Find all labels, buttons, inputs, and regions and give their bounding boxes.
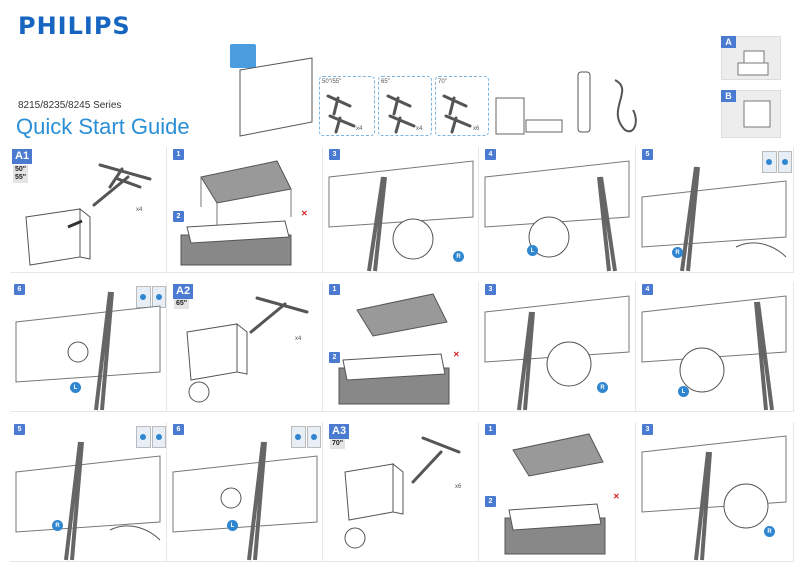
- section-a1-badge: A1: [12, 149, 33, 164]
- box-icon: [230, 44, 256, 68]
- step-2-badge: 2: [485, 496, 496, 507]
- panel-a2-step-4: 4 L: [636, 282, 794, 412]
- correct-orientation-icon: [762, 151, 792, 173]
- not-allowed-mark: ✕: [453, 350, 460, 359]
- left-leg-marker: L: [70, 382, 81, 393]
- page-title: Quick Start Guide: [16, 114, 190, 139]
- step-4-badge: 4: [642, 284, 653, 295]
- step-3-badge: 3: [329, 149, 340, 160]
- size-box-50-55: [319, 76, 375, 136]
- option-a-image: [721, 36, 781, 80]
- step-2-badge: 2: [329, 352, 340, 363]
- step-2-badge: 2: [173, 211, 184, 222]
- step-3-badge: 3: [642, 424, 653, 435]
- size-label-70: 70": [438, 79, 447, 85]
- panel-a2-step-3: 3 R: [479, 282, 636, 412]
- step-1-badge: 1: [485, 424, 496, 435]
- step-3-badge: 3: [485, 284, 496, 295]
- right-leg-marker: R: [453, 251, 464, 262]
- a1-size-50: 50": [15, 166, 27, 173]
- panel-a2: A2 65" x4: [167, 282, 323, 412]
- right-leg-marker: R: [597, 382, 608, 393]
- left-leg-marker: L: [227, 520, 238, 531]
- panel-a2-step-6: 6 L: [167, 422, 323, 562]
- panel-a3-steps-1-2: 1 2 ✕: [479, 422, 636, 562]
- a3-screw-qty: x6: [455, 484, 462, 490]
- screw-qty-65: x4: [416, 126, 423, 132]
- right-leg-marker: R: [52, 520, 63, 531]
- a1-size-label: 50"55": [13, 165, 29, 183]
- size-label-65: 65": [381, 79, 390, 85]
- panel-a1-step-5: 5 R: [636, 147, 794, 273]
- panel-a1-step-3: 3 R: [323, 147, 479, 273]
- step-4-badge: 4: [485, 149, 496, 160]
- section-a2-badge: A2: [173, 284, 194, 299]
- tv-panel-icon: [239, 57, 313, 137]
- a3-size-label: 70": [330, 439, 346, 449]
- stand-legs-icons: [326, 94, 472, 134]
- size-label-50-55: 50"/55": [322, 79, 342, 85]
- a2-size-label: 65": [174, 299, 190, 309]
- right-leg-marker: R: [764, 526, 775, 537]
- a1-screw-qty: x4: [136, 207, 143, 213]
- section-a3-badge: A3: [329, 424, 350, 439]
- panel-a2-step-5: 5 R: [10, 422, 167, 562]
- step-6-badge: 6: [173, 424, 184, 435]
- panel-a1-step-6: 6 L: [10, 282, 167, 412]
- a1-size-55: 55": [15, 174, 27, 181]
- option-b-badge[interactable]: B: [721, 90, 736, 102]
- size-box-70: [435, 76, 489, 136]
- panel-a2-steps-1-2: 1 2 ✕: [323, 282, 479, 412]
- manual-icon: [495, 97, 563, 135]
- left-leg-marker: L: [678, 386, 689, 397]
- remote-control-icon: [577, 71, 591, 133]
- step-6-badge: 6: [14, 284, 25, 295]
- brand-logo: PHILIPS: [18, 12, 131, 40]
- panel-a3: A3 70" x6: [323, 422, 479, 562]
- not-allowed-mark: ✕: [613, 492, 620, 501]
- series-label: 8215/8235/8245 Series: [18, 100, 122, 111]
- option-a-badge[interactable]: A: [721, 36, 736, 48]
- power-cable-icon: [614, 79, 637, 133]
- size-box-65: [378, 76, 432, 136]
- a2-screw-qty: x4: [295, 336, 302, 342]
- right-leg-marker: R: [672, 247, 683, 258]
- panel-a1-steps-1-2: 1 2 ✕: [167, 147, 323, 273]
- panel-a1-step-4: 4 L: [479, 147, 636, 273]
- left-leg-marker: L: [527, 245, 538, 256]
- correct-orientation-icon: [136, 426, 166, 448]
- correct-orientation-icon: [291, 426, 321, 448]
- screw-qty-50-55: x4: [356, 126, 363, 132]
- panel-a3-step-3: 3 R: [636, 422, 794, 562]
- step-5-badge: 5: [642, 149, 653, 160]
- panel-a1: A1 50"55" x4: [10, 147, 167, 273]
- step-1-badge: 1: [173, 149, 184, 160]
- step-5-badge: 5: [14, 424, 25, 435]
- step-1-badge: 1: [329, 284, 340, 295]
- screw-qty-70: x6: [473, 126, 480, 132]
- not-allowed-mark: ✕: [301, 209, 308, 218]
